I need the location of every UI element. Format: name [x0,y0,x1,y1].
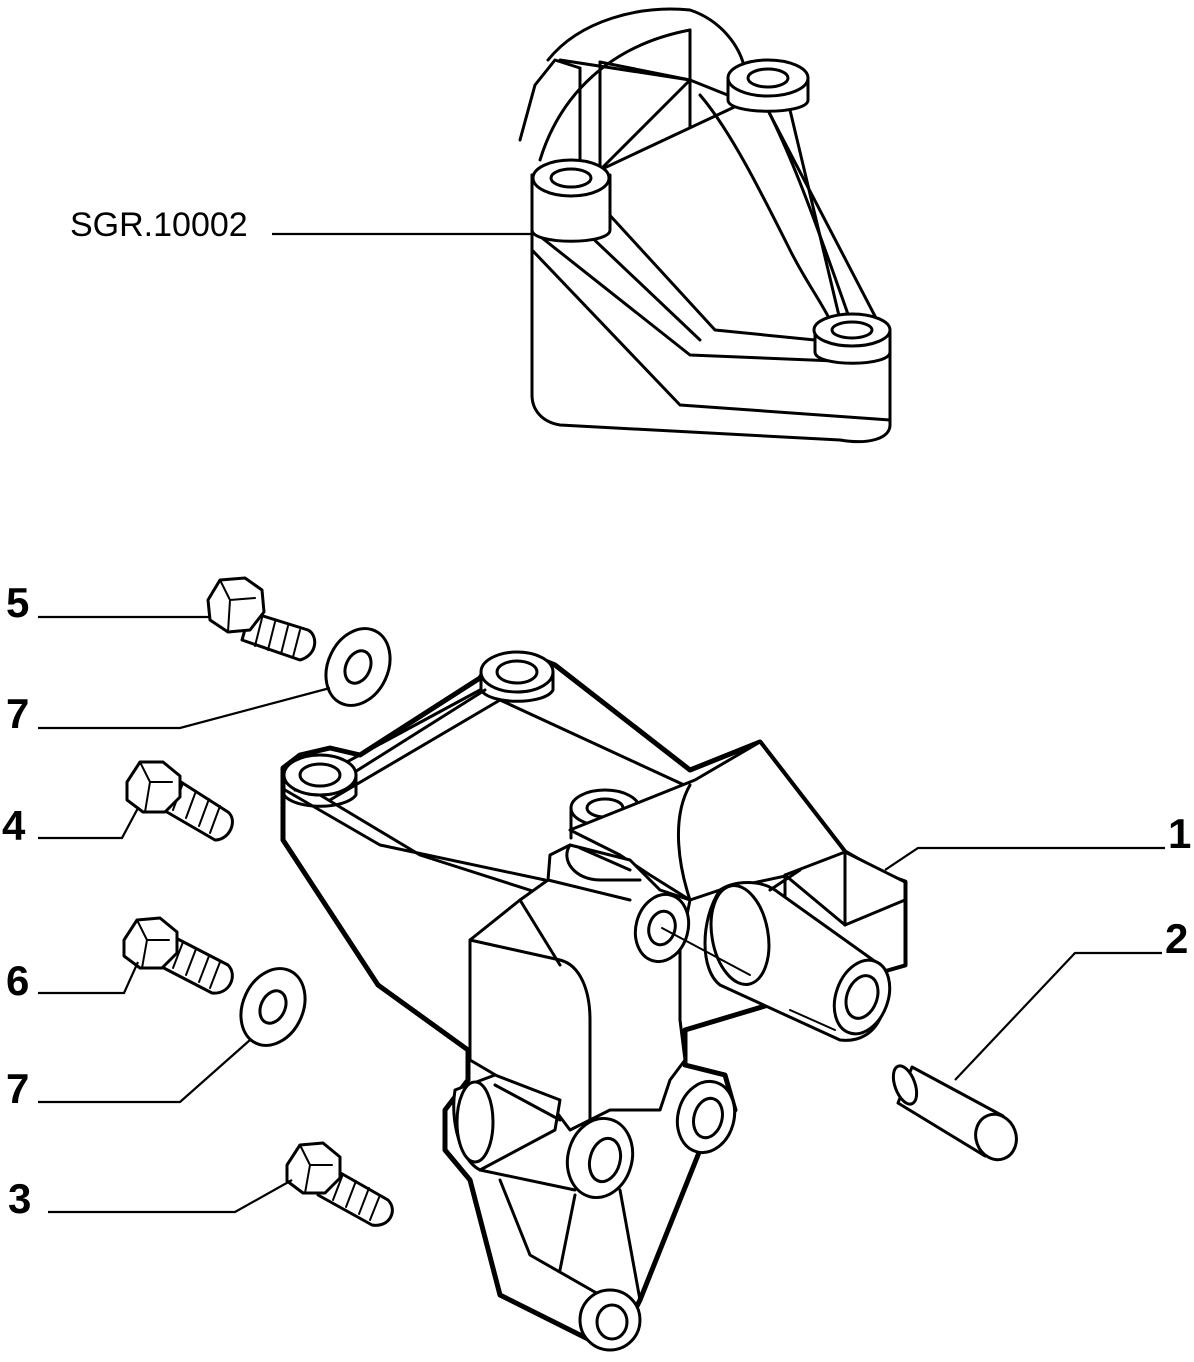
callout-2-number: 2 [1165,915,1188,962]
washer-part-7-upper-illustration [324,627,392,707]
callout-6-leader [38,961,140,995]
callout-1-leader [884,846,1165,871]
bolt-part-3-illustration [285,1141,394,1227]
callout-4-leader [38,807,139,840]
bolt-part-4-illustration [125,760,234,842]
bolt-part-5-illustration [206,576,317,662]
callout-1-number: 1 [1168,810,1191,857]
callout-6-number: 6 [6,957,29,1004]
assembly-reference-label: SGR.10002 [70,206,248,244]
bolt-part-6-illustration [122,916,234,995]
callout-3-leader [48,1179,293,1214]
callout-2-leader [954,951,1162,1081]
main-bracket-part-1-illustration [280,650,908,1352]
pin-part-2-illustration [891,1064,1018,1162]
callout-7-lower-number: 7 [6,1065,29,1112]
callout-7-lower-leader [38,1039,251,1104]
callout-4-number: 4 [2,802,26,849]
washer-part-7-lower-illustration [239,967,307,1047]
callout-5-number: 5 [6,579,29,626]
callout-7-upper-number: 7 [6,690,29,737]
callout-7-upper-leader [38,686,331,730]
callout-3-number: 3 [8,1175,31,1222]
assembly-bracket-illustration [518,7,892,444]
